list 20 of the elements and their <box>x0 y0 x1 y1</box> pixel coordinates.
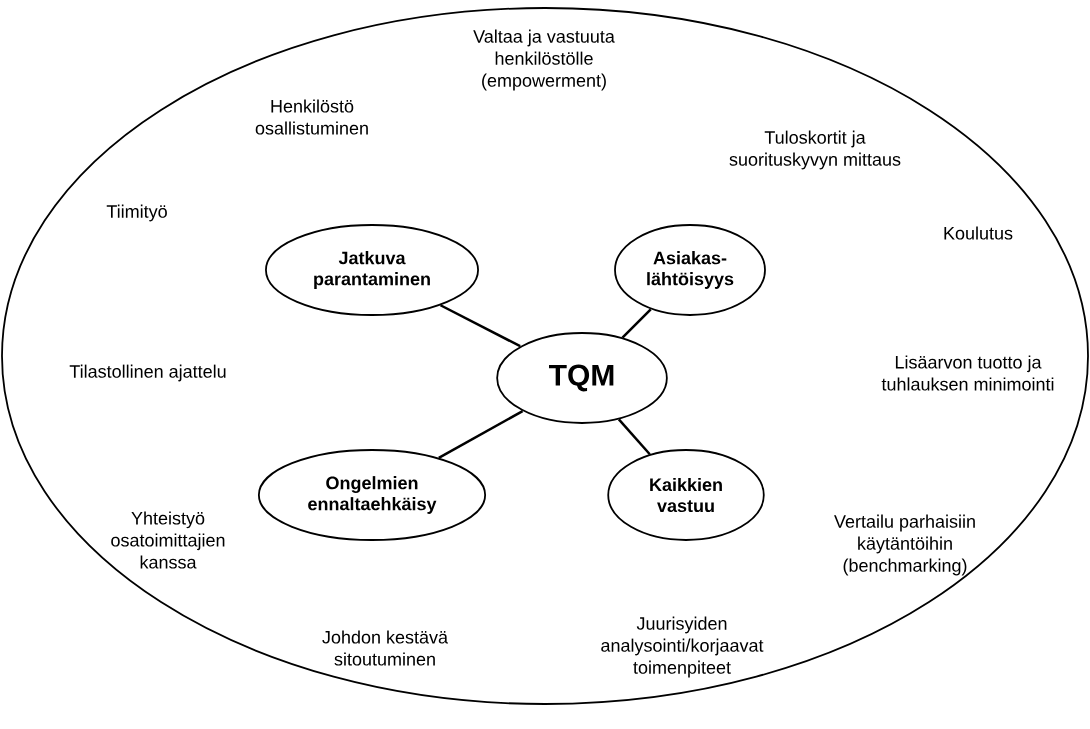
text-label: Tuloskortit ja suorituskyvyn mittaus <box>729 130 901 170</box>
text-label: Juurisyiden analysointi/korjaavat toimenpiteet <box>601 616 764 678</box>
ellipse-node: Jatkuva parantaminen <box>265 224 479 316</box>
text-label: Koulutus <box>944 226 1013 240</box>
connector-line <box>439 304 521 348</box>
ellipse-node: Asiakas-lähtöisyys <box>614 224 766 316</box>
text-label: Henkilöstö osallistuminen <box>255 99 368 135</box>
connector-line <box>438 410 524 459</box>
ellipse-node: Kaikkien vastuu <box>607 449 765 541</box>
text-label: Tilastollinen ajattelu <box>69 364 226 382</box>
connector-line <box>621 308 652 339</box>
ellipse-node: Ongelmien ennaltaehkäisy <box>257 449 487 541</box>
text-label: Johdon kestävä sitoutuminen <box>322 630 448 666</box>
ellipse-node: TQM <box>496 332 668 424</box>
connector-line <box>617 418 651 456</box>
text-label: Valtaa ja vastuuta henkilöstölle (empowerment) <box>473 29 615 91</box>
text-label: Vertailu parhaisiin käytäntöihin (benchmarking) <box>834 514 975 576</box>
text-label: Tiimityö <box>106 204 167 222</box>
text-label: Yhteistyö osatoimittajien kanssa <box>111 511 225 569</box>
text-label: Lisäarvon tuotto ja tuhlauksen minimointi <box>881 355 1054 391</box>
